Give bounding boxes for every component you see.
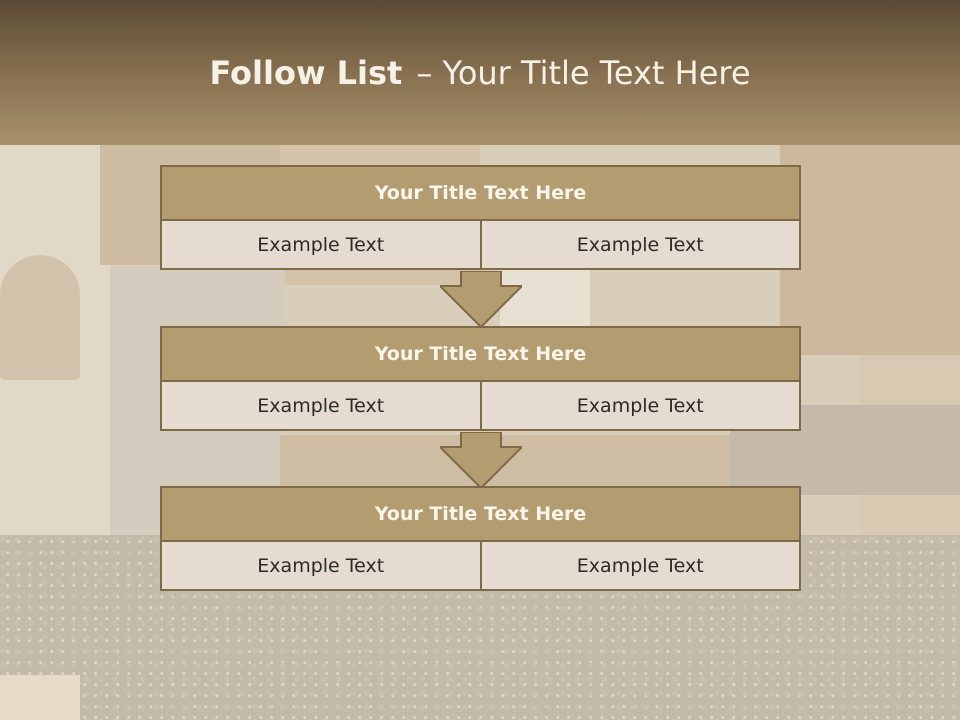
title-band: Follow List – Your Title Text Here (0, 0, 960, 145)
slide-title: Follow List – Your Title Text Here (0, 54, 960, 92)
block-heading: Your Title Text Here (160, 326, 801, 382)
block-row: Example Text Example Text (160, 221, 801, 270)
block-row: Example Text Example Text (160, 542, 801, 591)
block-cell-right: Example Text (479, 382, 800, 429)
block-cell-left: Example Text (257, 233, 385, 256)
block-cell-left: Example Text (257, 394, 385, 417)
title-strong: Follow List (209, 54, 403, 92)
down-arrow-icon (440, 271, 522, 327)
block-cell-right: Example Text (479, 221, 800, 268)
flow-block-2: Your Title Text Here Example Text Exampl… (160, 326, 801, 431)
block-heading: Your Title Text Here (160, 165, 801, 221)
flow-block-1: Your Title Text Here Example Text Exampl… (160, 165, 801, 270)
block-row: Example Text Example Text (160, 382, 801, 431)
block-cell-left: Example Text (257, 554, 385, 577)
title-rest: – Your Title Text Here (416, 54, 751, 92)
block-cell-right: Example Text (479, 542, 800, 589)
block-heading: Your Title Text Here (160, 486, 801, 542)
flow-block-3: Your Title Text Here Example Text Exampl… (160, 486, 801, 591)
down-arrow-icon (440, 432, 522, 488)
